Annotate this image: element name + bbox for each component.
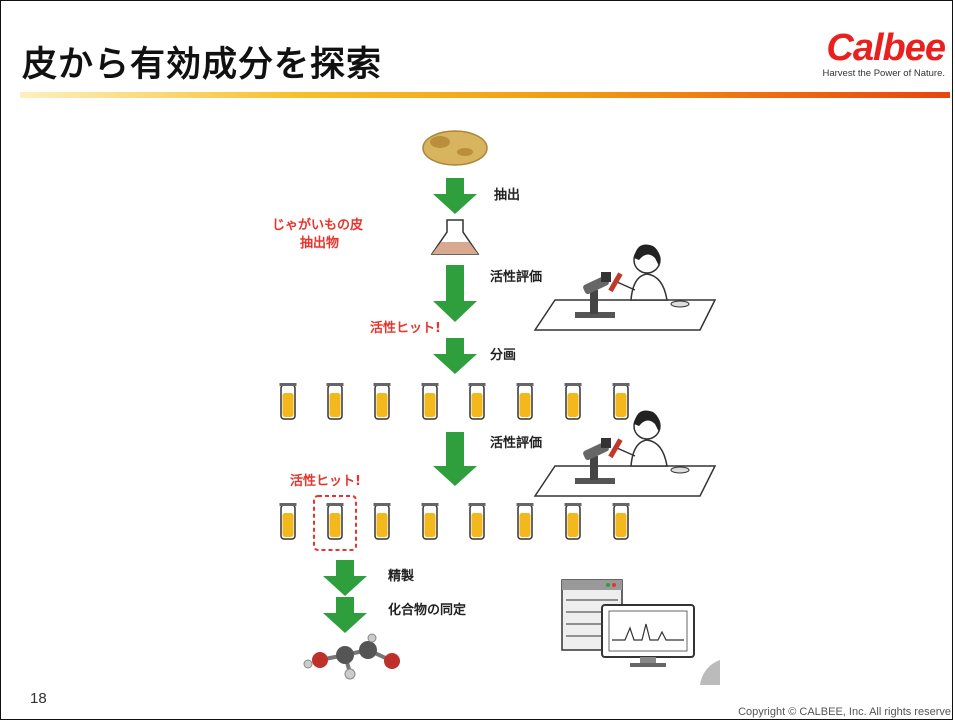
arrow-assay2-icon [433, 432, 477, 486]
label-extract: 抽出 [494, 187, 520, 203]
arrow-purify-icon [323, 560, 367, 596]
title-underline-bar [20, 92, 950, 98]
arrow-extract-icon [433, 178, 477, 214]
logo-wordmark: Calbee [826, 27, 946, 69]
arrow-fractionate-icon [433, 338, 477, 374]
arrow-identify-icon [323, 597, 367, 633]
label-hit-2: 活性ヒット! [290, 473, 361, 489]
scientist-microscope-icon-1 [534, 243, 716, 331]
molecule-icon [303, 633, 400, 680]
logo-tagline: Harvest the Power of Nature. [822, 68, 946, 79]
copyright-notice: Copyright © CALBEE, Inc. All rights rese… [738, 706, 951, 718]
potato-icon [422, 130, 488, 166]
label-assay-1: 活性評価 [490, 269, 542, 285]
label-extract-product: 抽出物 [300, 235, 339, 251]
test-tube-row-2 [278, 502, 631, 540]
label-identify: 化合物の同定 [388, 602, 466, 618]
label-fractionate: 分画 [490, 347, 516, 363]
calbee-logo: Calbee Harvest the Power of Nature. [815, 27, 947, 86]
page-number: 18 [30, 690, 47, 707]
hit-highlight-box [313, 495, 357, 551]
label-potato-skin: じゃがいもの皮 [272, 217, 363, 233]
label-assay-2: 活性評価 [490, 435, 542, 451]
slide-title: 皮から有効成分を探索 [22, 45, 383, 85]
server-monitor-icon [561, 579, 695, 667]
test-tube-row-1 [278, 382, 631, 420]
label-purify: 精製 [388, 568, 414, 584]
label-hit-1: 活性ヒット! [370, 320, 441, 336]
arrow-assay1-icon [433, 265, 477, 322]
flask-icon [430, 219, 480, 255]
decorative-corner-shape [700, 660, 720, 685]
scientist-microscope-icon-2 [534, 409, 716, 497]
